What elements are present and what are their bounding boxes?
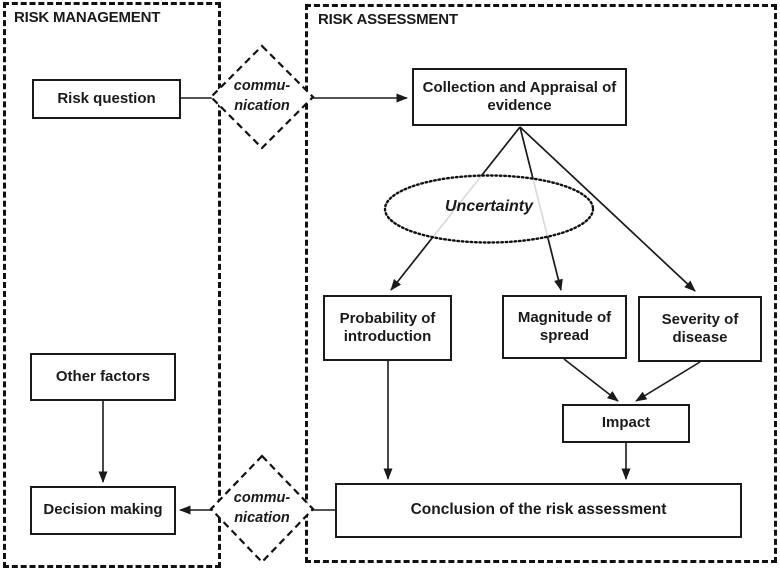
risk-management-title: RISK MANAGEMENT [14,9,161,26]
decision-making-box: Decision making [30,486,176,535]
communication-label-bottom-line2: nication [234,510,290,527]
collection-appraisal-box: Collection and Appraisal of evidence [412,68,627,126]
arrow-severity-to-impact [635,361,701,402]
communication-label-top-line2: nication [234,98,290,115]
communication-label-top: commu- nication [210,76,314,117]
uncertainty-label: Uncertainty [444,198,534,215]
probability-of-introduction-box: Probability of introduction [323,295,452,361]
risk-question-box: Risk question [32,79,181,119]
risk-assessment-region [305,4,777,563]
arrow-collection-to-severity [519,126,696,292]
other-factors-box: Other factors [30,353,176,401]
communication-diamond-top [209,44,315,150]
arrow-magnitude-to-impact [563,358,619,402]
risk-assessment-title: RISK ASSESSMENT [318,11,458,28]
magnitude-of-spread-box: Magnitude of spread [502,295,627,359]
communication-label-bottom: commu- nication [210,488,314,529]
communication-label-top-line1: commu- [233,78,291,94]
uncertainty-ellipse [383,174,595,244]
impact-box: Impact [562,404,690,443]
communication-diamond-bottom [209,454,315,564]
severity-of-disease-box: Severity of disease [638,296,762,362]
conclusion-box: Conclusion of the risk assessment [335,483,742,538]
risk-management-region [3,2,221,568]
communication-label-bottom-line1: commu- [233,490,291,506]
